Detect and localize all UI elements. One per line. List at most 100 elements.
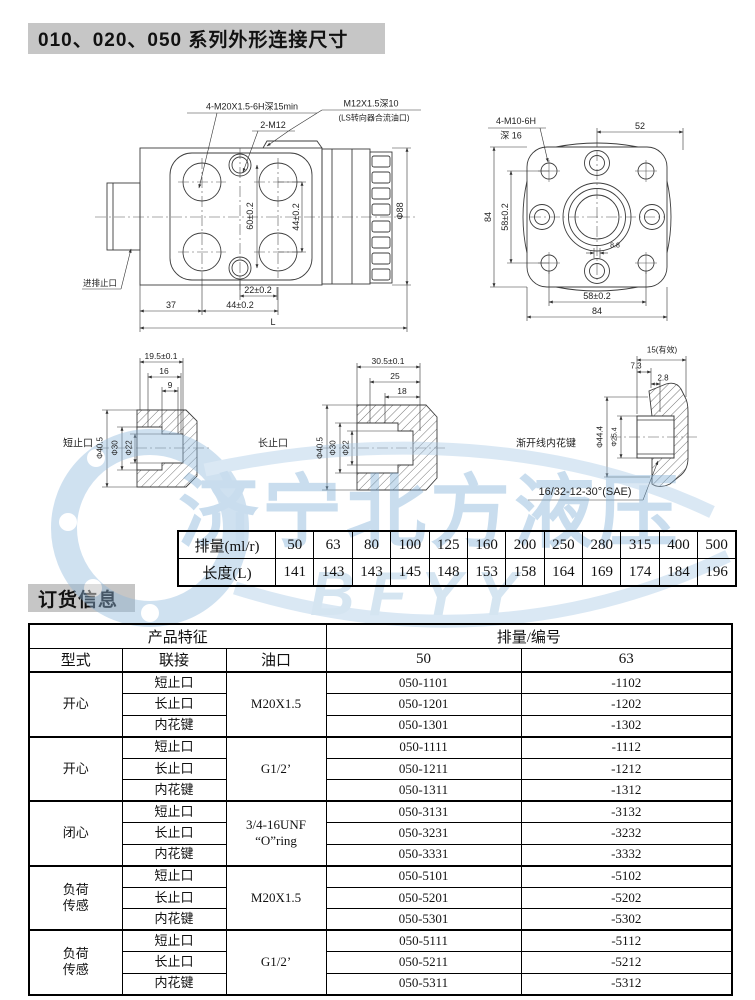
displacement-value: 400 — [658, 530, 699, 559]
code-cell-63: -3132 — [520, 800, 733, 823]
port-cell: 3/4-16UNF“O”ring — [225, 800, 327, 866]
dim-label: 58±0.2 — [500, 203, 510, 231]
dim-label: Φ25.4 — [611, 427, 619, 447]
displacement-value: 160 — [466, 530, 507, 559]
code-cell-50: 050-5301 — [325, 908, 522, 931]
bolt-stack — [371, 155, 391, 281]
dim-label: 22±0.2 — [244, 285, 272, 295]
type-cell: 负荷传感 — [28, 864, 123, 931]
connection-cell: 长止口 — [121, 822, 227, 845]
displacement-value: 200 — [505, 530, 545, 559]
dim-label: Φ22 — [341, 440, 351, 456]
code-cell-63: -1102 — [520, 671, 733, 694]
dim-label: Φ30 — [328, 440, 338, 456]
code-cell-63: -1202 — [520, 693, 733, 716]
dim-label: M12X1.5深10 — [343, 98, 399, 109]
column-header: 油口 — [225, 647, 327, 673]
spline-spec-label: 16/32-12-30°(SAE) — [538, 486, 632, 498]
header-displacement-code: 排量/编号 — [325, 623, 733, 649]
order-table-row: 长止口 050-1211-1212 — [29, 757, 733, 780]
dim-label: Φ88 — [395, 202, 405, 220]
dim-label: 2-M12 — [260, 120, 286, 130]
connection-cell: 短止口 — [121, 864, 227, 888]
connection-cell: 长止口 — [121, 757, 227, 780]
code-cell-50: 050-1201 — [325, 693, 522, 716]
connection-cell: 短止口 — [121, 929, 227, 952]
code-cell-50: 050-3331 — [325, 843, 522, 866]
displacement-value: 63 — [313, 530, 353, 559]
dim-label: 30.5±0.1 — [371, 356, 405, 366]
code-cell-63: -5202 — [520, 886, 733, 909]
length-value: 143 — [313, 558, 353, 587]
displacement-value: 500 — [697, 530, 737, 559]
dim-label: 4-M10-6H — [495, 116, 537, 126]
dim-label: 58±0.2 — [583, 291, 611, 301]
dim-label: L — [270, 317, 276, 327]
length-value: 141 — [274, 558, 315, 587]
length-value: 145 — [390, 558, 430, 587]
dim-label: 7.3 — [630, 361, 642, 371]
dim-label: 84 — [483, 211, 493, 223]
dim-label: (LS转向器合流油口) — [338, 113, 410, 123]
type-cell: 开心 — [28, 735, 123, 802]
dim-label: 52 — [634, 121, 646, 131]
column-header: 50 — [325, 647, 522, 673]
dim-label: Φ40.5 — [95, 437, 105, 459]
length-value: 174 — [620, 558, 660, 587]
length-value: 143 — [351, 558, 392, 587]
code-cell-63: -3332 — [520, 843, 733, 866]
type-cell: 负荷传感 — [28, 929, 123, 995]
code-cell-50: 050-3231 — [325, 822, 522, 845]
size-row-label: 长度(L) — [177, 558, 276, 587]
port-label: 进排止口 — [82, 278, 118, 288]
length-value: 158 — [505, 558, 545, 587]
dim-label: 44±0.2 — [291, 203, 301, 231]
length-value: 153 — [466, 558, 507, 587]
port-cell: M20X1.5 — [225, 864, 327, 931]
dim-label: 60±0.2 — [245, 202, 255, 230]
code-cell-50: 050-5101 — [325, 864, 522, 888]
code-cell-63: -1212 — [520, 757, 733, 780]
connection-cell: 短止口 — [121, 671, 227, 694]
dim-label: 18 — [397, 386, 407, 396]
size-row-label: 排量(ml/r) — [177, 530, 276, 559]
dim-label: 4-M20X1.5-6H深15min — [205, 101, 299, 112]
section-title-dimensions: 010、020、050 系列外形连接尺寸 — [28, 23, 385, 54]
code-cell-63: -5102 — [520, 864, 733, 888]
code-cell-50: 050-5111 — [325, 929, 522, 952]
end-view-dim-lines — [488, 127, 684, 321]
section-long-port — [320, 363, 448, 491]
column-header: 型式 — [28, 647, 123, 673]
port-cell: G1/2’ — [225, 735, 327, 802]
dim-label: 37 — [165, 300, 177, 310]
port-label: 长止口 — [258, 438, 288, 450]
code-cell-50: 050-1311 — [325, 779, 522, 802]
displacement-value: 250 — [543, 530, 584, 559]
dim-label: 16 — [159, 366, 169, 376]
code-cell-50: 050-5311 — [325, 972, 522, 995]
end-view-centerlines — [530, 150, 664, 284]
dim-label: 2.8 — [657, 373, 669, 383]
length-value: 196 — [697, 558, 737, 587]
code-cell-50: 050-1211 — [325, 757, 522, 780]
section-short-port — [98, 358, 212, 488]
port-label: 短止口 — [63, 438, 93, 450]
port-cell: M20X1.5 — [225, 671, 327, 737]
code-cell-63: -5312 — [520, 972, 733, 995]
length-value: 164 — [543, 558, 584, 587]
dim-label: Φ40.5 — [315, 437, 325, 459]
section-spline — [528, 356, 700, 501]
displacement-value: 315 — [620, 530, 660, 559]
connection-cell: 内花键 — [121, 843, 227, 866]
